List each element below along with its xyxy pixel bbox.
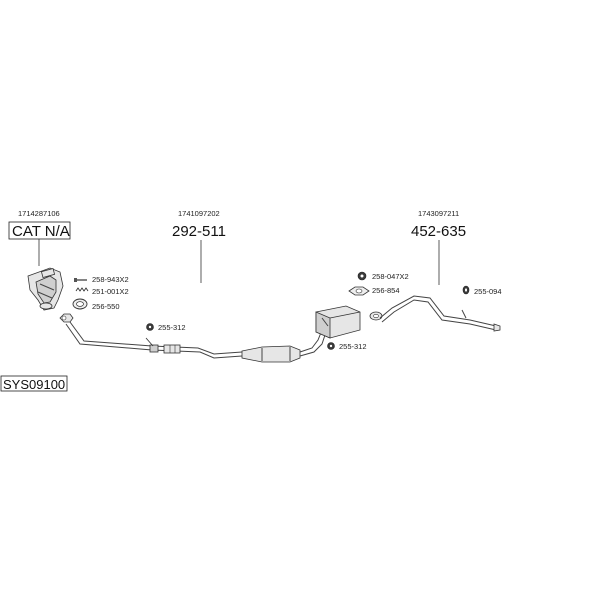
part-256-854-label[interactable]: 256-854 xyxy=(372,286,400,295)
part-256-550-label[interactable]: 256-550 xyxy=(92,302,120,311)
front-pipe-part[interactable] xyxy=(59,313,243,359)
rear-group-label[interactable]: 452-635 xyxy=(411,223,466,240)
catalyst-label[interactable]: CAT N/A xyxy=(12,223,70,240)
middle-group-label[interactable]: 292-511 xyxy=(172,223,226,240)
spring-icon[interactable] xyxy=(75,287,89,292)
rear-silencer-part[interactable] xyxy=(315,305,361,339)
rubber-hanger-icon-tail[interactable] xyxy=(462,285,470,295)
group-code-rear: 1743097211 xyxy=(418,209,459,218)
rear-section-pipe-part[interactable] xyxy=(369,295,501,332)
bolt-icon[interactable] xyxy=(74,278,87,282)
hanger-front-leader xyxy=(145,337,154,347)
middle-silencer-part[interactable] xyxy=(241,329,327,363)
gasket-ring-icon[interactable] xyxy=(72,298,88,310)
part-258-943-label[interactable]: 258-943X2 xyxy=(92,275,129,284)
catalytic-converter-part[interactable] xyxy=(27,267,64,311)
part-255-312-front-label[interactable]: 255-312 xyxy=(158,323,186,332)
flange-gasket-icon[interactable] xyxy=(348,286,370,296)
system-code-box xyxy=(0,375,68,392)
group-code-catalyst: 1714287106 xyxy=(18,209,60,218)
part-255-094-label[interactable]: 255-094 xyxy=(474,287,502,296)
nut-icon[interactable] xyxy=(357,271,367,281)
system-code: SYS09100 xyxy=(3,377,65,392)
rubber-hanger-icon-rear[interactable] xyxy=(327,342,335,350)
part-255-312-rear-label[interactable]: 255-312 xyxy=(339,342,367,351)
rubber-hanger-icon-front[interactable] xyxy=(146,323,154,331)
group-code-middle: 1741097202 xyxy=(178,209,220,218)
catalyst-label-box xyxy=(8,221,71,240)
part-258-047-label[interactable]: 258-047X2 xyxy=(372,272,409,281)
part-251-001-label[interactable]: 251-001X2 xyxy=(92,287,129,296)
